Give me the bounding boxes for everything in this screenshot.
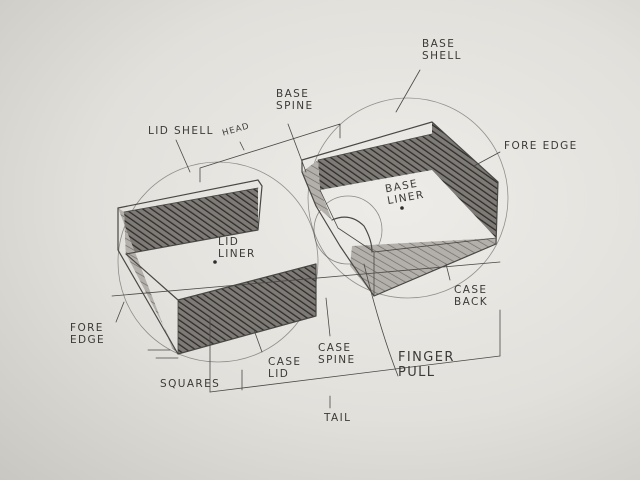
label-case-back: CASE BACK	[454, 284, 488, 308]
label-fore-edge-left: FORE EDGE	[70, 322, 105, 346]
case-lid-leader	[254, 330, 262, 352]
fore-edge-left-leader	[116, 302, 124, 322]
fore-edge-right-leader	[474, 152, 500, 166]
case-lid-tray	[118, 180, 316, 354]
label-lid-liner: LID LINER	[218, 236, 256, 260]
label-base-shell: BASE SHELL	[422, 38, 462, 62]
base-liner-dot	[400, 206, 404, 210]
base-shell-leader	[396, 70, 420, 112]
lid-front-wall-shade	[178, 264, 316, 354]
label-squares: SQUARES	[160, 378, 220, 390]
label-finger-pull: FINGER PULL	[398, 350, 455, 380]
lid-liner-dot	[213, 260, 217, 264]
label-case-spine: CASE SPINE	[318, 342, 356, 366]
base-spine-leader	[288, 124, 306, 172]
label-fore-edge-right: FORE EDGE	[504, 140, 578, 152]
label-tail: TAIL	[324, 412, 351, 424]
head-leader	[240, 142, 244, 150]
label-lid-shell: LID SHELL	[148, 125, 214, 137]
case-base-tray	[302, 122, 498, 296]
lid-shell-leader	[176, 140, 190, 172]
label-case-lid: CASE LID	[268, 356, 301, 380]
base-right-wall-shade	[432, 122, 498, 238]
label-base-spine: BASE SPINE	[276, 88, 314, 112]
case-spine-leader	[326, 298, 330, 336]
